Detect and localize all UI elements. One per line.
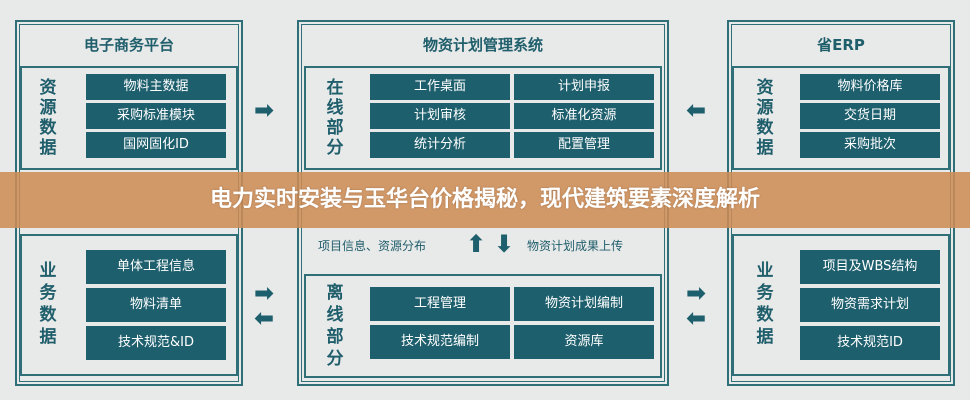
list-item: 物资计划编制: [514, 287, 654, 321]
panel-title: 物资计划管理系统: [422, 36, 543, 54]
list-item: 交货日期: [800, 103, 940, 129]
list-item: 工作桌面: [370, 74, 510, 100]
list-item: 采购标准模块: [86, 103, 226, 129]
panel-title: 省ERP: [817, 36, 865, 54]
list-item: 项目及WBS结构: [800, 250, 940, 284]
arrow-right-icon: ➡: [254, 279, 275, 307]
left-business-box: [20, 234, 238, 376]
left-resource-label: 资源数据: [39, 78, 57, 158]
plan-upload-note: 物资计划成果上传: [527, 239, 624, 253]
arrow-left-icon: ⬅: [686, 304, 707, 332]
list-item: 技术规范ID: [800, 326, 940, 360]
offline-label: 离线部分: [326, 283, 344, 369]
list-item: 采购批次: [800, 132, 940, 158]
headline-banner: 电力实时安装与玉华台价格揭秘，现代建筑要素深度解析: [0, 172, 970, 228]
list-item: 单体工程信息: [86, 250, 226, 284]
list-item: 物料清单: [86, 288, 226, 322]
list-item: 计划审核: [370, 103, 510, 129]
online-box: [304, 66, 662, 170]
panel-title: 电子商务平台: [83, 36, 174, 54]
offline-box: [304, 274, 662, 378]
arrow-right-icon: ➡: [254, 96, 275, 124]
arrow-up-icon: ⬆: [466, 230, 487, 258]
list-item: 资源库: [514, 325, 654, 359]
arrow-down-icon: ⬇: [494, 230, 515, 258]
list-item: 物资需求计划: [800, 288, 940, 322]
list-item: 国网固化ID: [86, 132, 226, 158]
right-resource-box: [732, 66, 950, 170]
list-item: 计划申报: [514, 74, 654, 100]
right-business-box: [732, 234, 950, 376]
arrow-left-icon: ⬅: [686, 96, 707, 124]
list-item: 物料主数据: [86, 74, 226, 100]
left-business-label: 业务数据: [39, 261, 57, 347]
online-label: 在线部分: [326, 78, 344, 158]
list-item: 物料价格库: [800, 74, 940, 100]
list-item: 配置管理: [514, 132, 654, 158]
list-item: 工程管理: [370, 287, 510, 321]
list-item: 统计分析: [370, 132, 510, 158]
upload-info-note: 项目信息、资源分布: [318, 239, 427, 253]
arrow-left-icon: ⬅: [254, 304, 275, 332]
right-resource-label: 资源数据: [756, 78, 774, 158]
list-item: 标准化资源: [514, 103, 654, 129]
left-resource-box: [20, 66, 238, 170]
list-item: 技术规范&ID: [86, 326, 226, 360]
list-item: 技术规范编制: [370, 325, 510, 359]
right-business-label: 业务数据: [756, 261, 774, 347]
arrow-right-icon: ➡: [686, 279, 707, 307]
